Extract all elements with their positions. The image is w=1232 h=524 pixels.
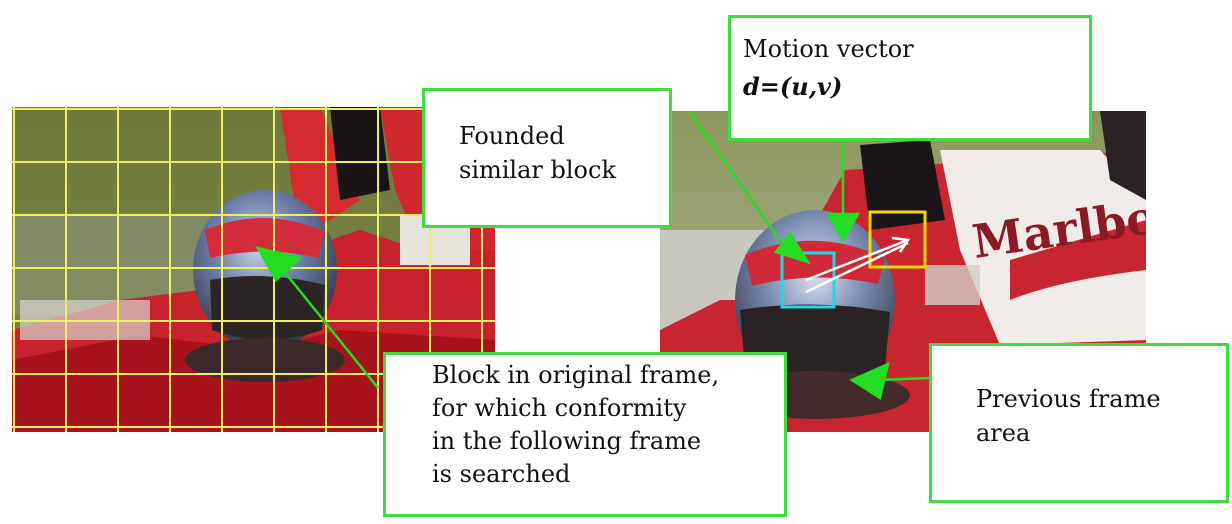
original-block-label-line: Block in original frame, [432,361,720,389]
motion-vector-title: Motion vector [743,35,914,63]
original-block-label-line: is searched [432,460,571,488]
original-block-label: Block in original frame, for which confo… [383,352,787,517]
original-block-label-line: in the following frame [432,427,702,455]
pointer-arrows [255,111,931,401]
motion-vector-formula: d=(u,v) [743,72,843,101]
found-similar-block [780,251,836,309]
founded-label-line: Founded [459,122,565,150]
original-block-label-line: for which conformity [432,394,687,422]
previous-area-label-line: Previous frame [976,385,1161,413]
motion-vector-arrow [805,236,911,294]
previous-frame-area-label: Previous frame area [929,343,1229,503]
previous-area-label-line: area [976,419,1031,447]
search-block [868,210,927,269]
founded-label-line: similar block [459,156,616,184]
motion-vector-label: Motion vector d=(u,v) [728,15,1092,141]
founded-similar-block-label: Founded similar block [422,88,672,228]
